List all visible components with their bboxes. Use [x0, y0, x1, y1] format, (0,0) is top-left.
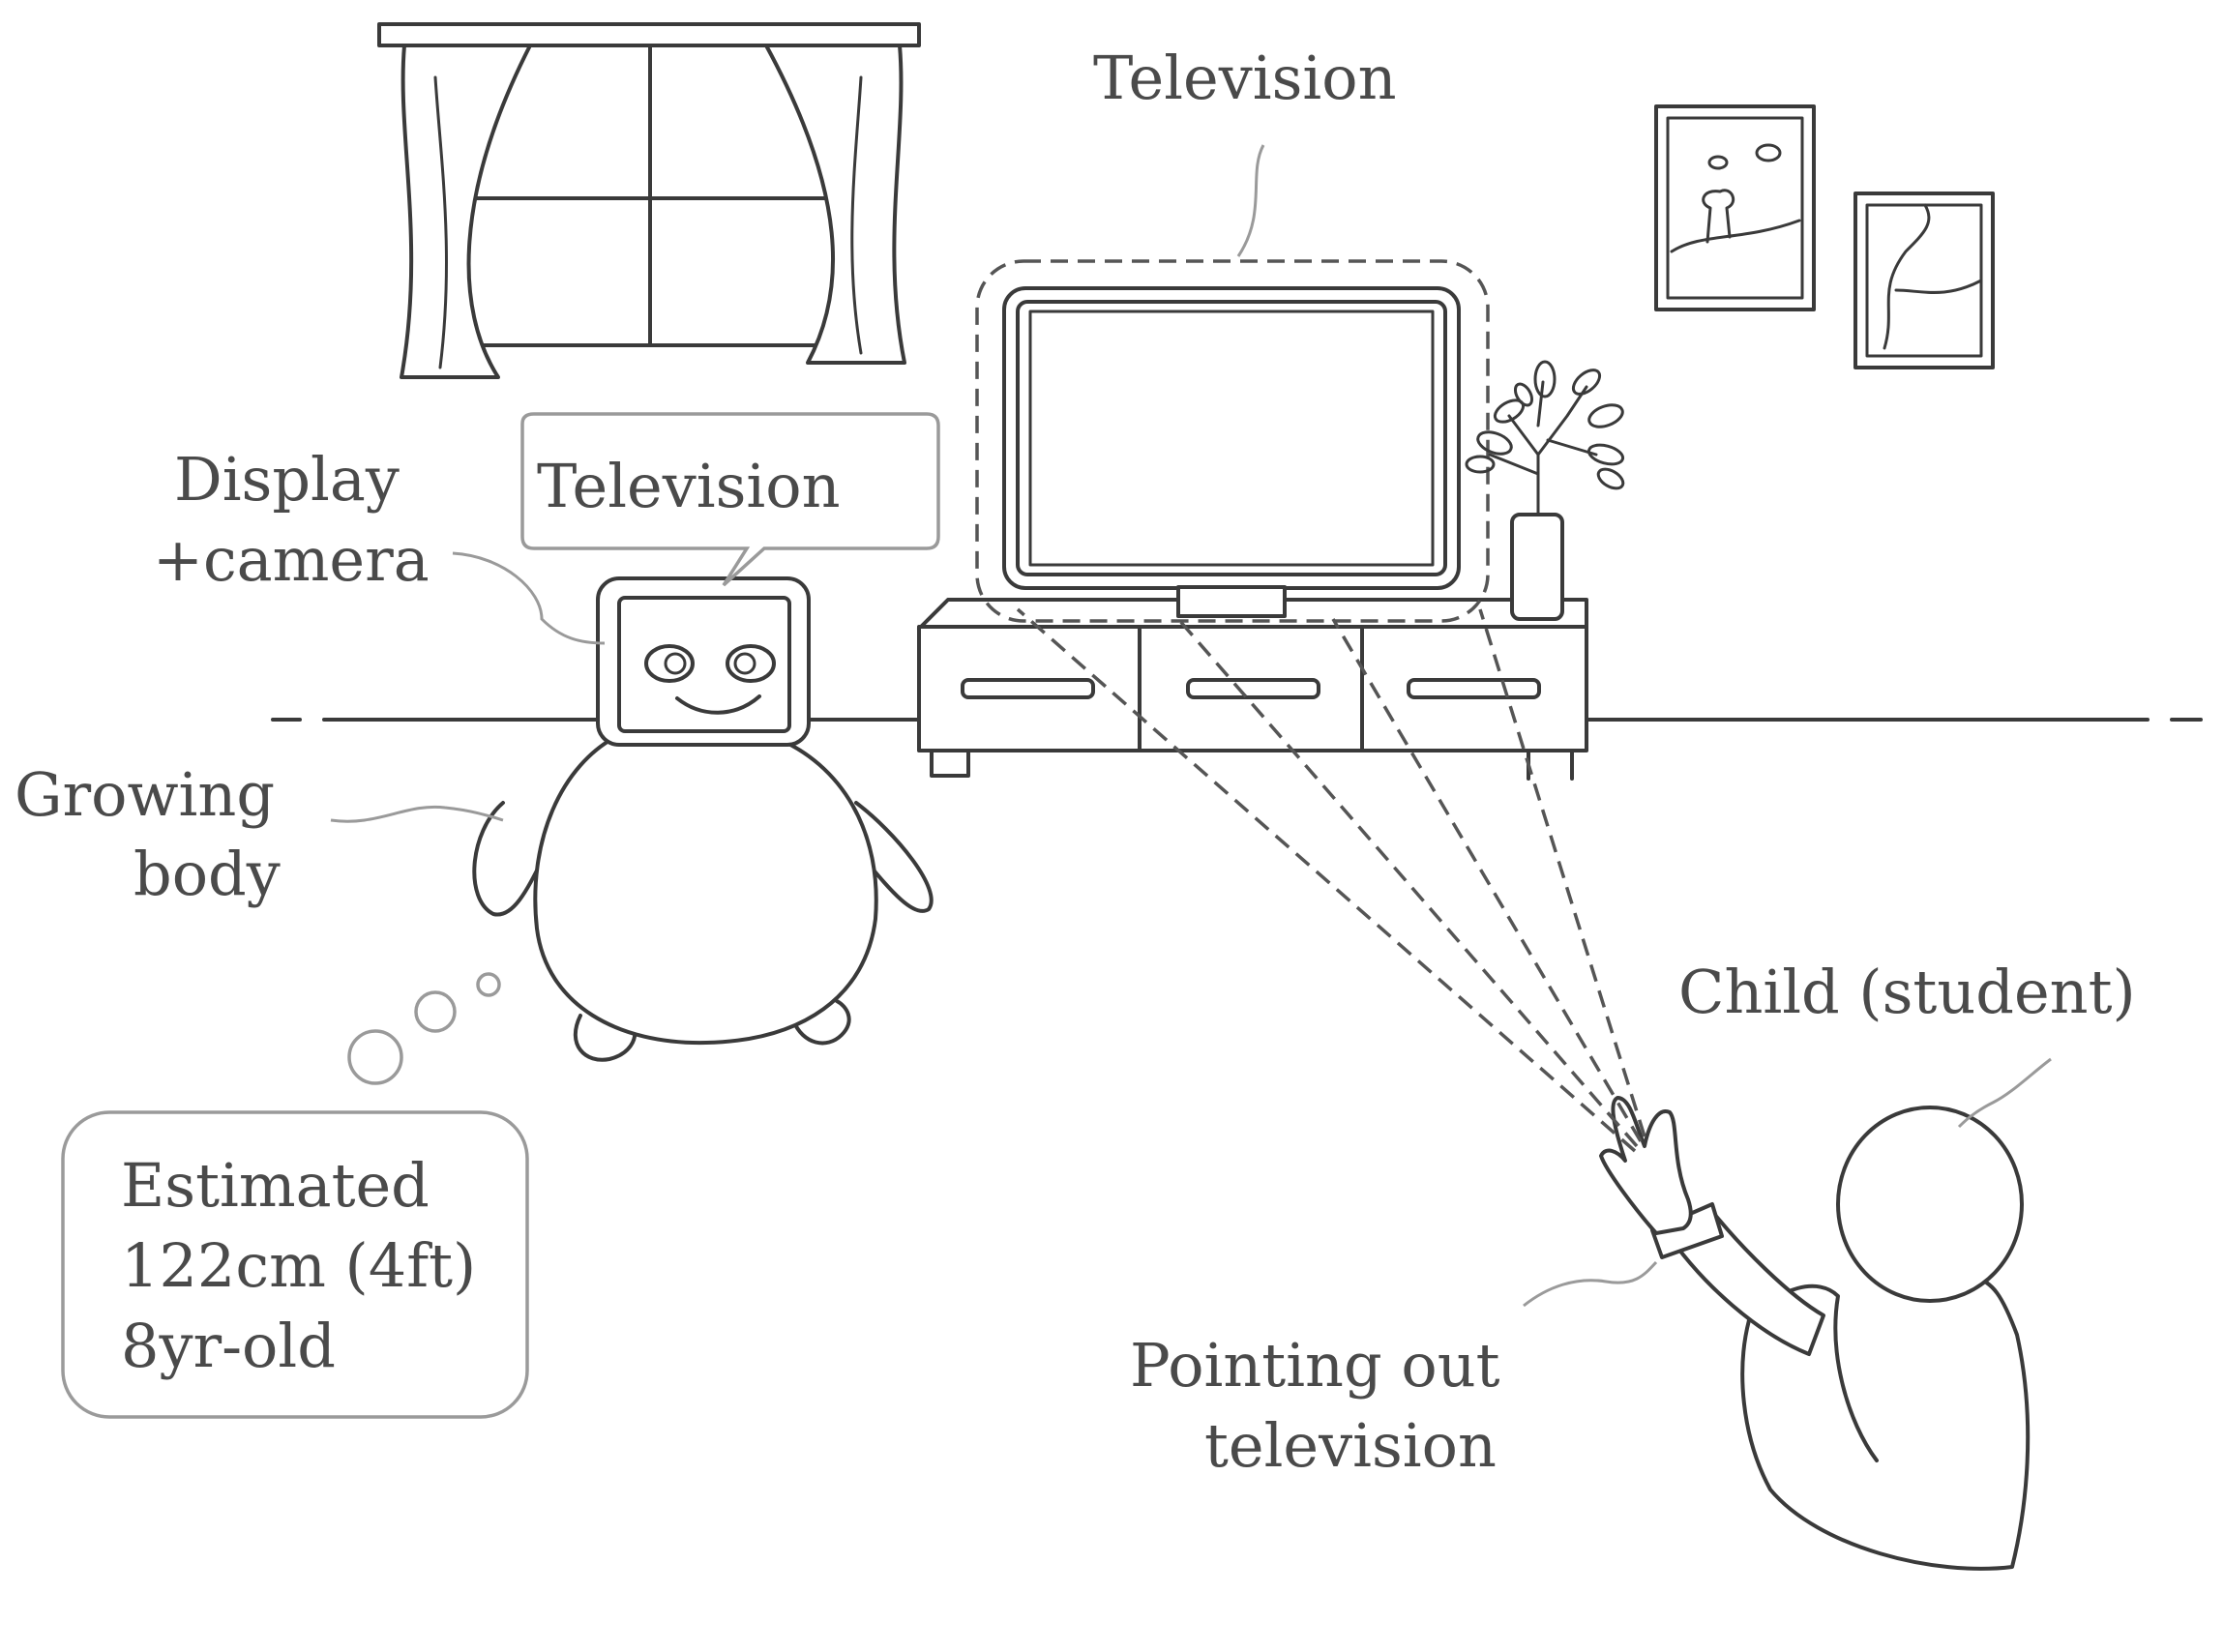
label-growing: Growing — [15, 759, 275, 830]
robot-display — [617, 596, 791, 733]
robot-head — [596, 576, 811, 747]
label-pointing-television: television — [1204, 1410, 1497, 1481]
estimate-line-2: 122cm (4ft) — [121, 1230, 476, 1301]
window-illustration — [377, 22, 921, 379]
label-display: Display — [174, 444, 400, 515]
estimate-line-1: Estimated — [121, 1150, 430, 1221]
label-camera: +camera — [153, 524, 430, 595]
tv-stand — [917, 598, 1588, 781]
leader-lines — [330, 144, 2052, 1308]
speech-bubble-text: Television — [537, 451, 841, 521]
thought-bubble: Estimated 122cm (4ft) 8yr-old — [61, 972, 529, 1419]
child — [1599, 1096, 2031, 1571]
estimate-line-3: 8yr-old — [121, 1311, 336, 1381]
label-body: body — [133, 839, 281, 909]
speech-bubble: Television — [520, 412, 940, 587]
wall-picture-right — [1853, 192, 1995, 369]
label-pointing-out: Pointing out — [1130, 1330, 1500, 1401]
television — [975, 259, 1490, 623]
flower-vase — [1465, 360, 1625, 621]
label-child: Child (student) — [1678, 957, 2136, 1027]
child-head — [1836, 1106, 2024, 1303]
pointing-rays — [1016, 607, 1646, 1153]
robot — [472, 576, 934, 1062]
label-television: Television — [1093, 43, 1397, 113]
wall-picture-left — [1654, 104, 1816, 311]
